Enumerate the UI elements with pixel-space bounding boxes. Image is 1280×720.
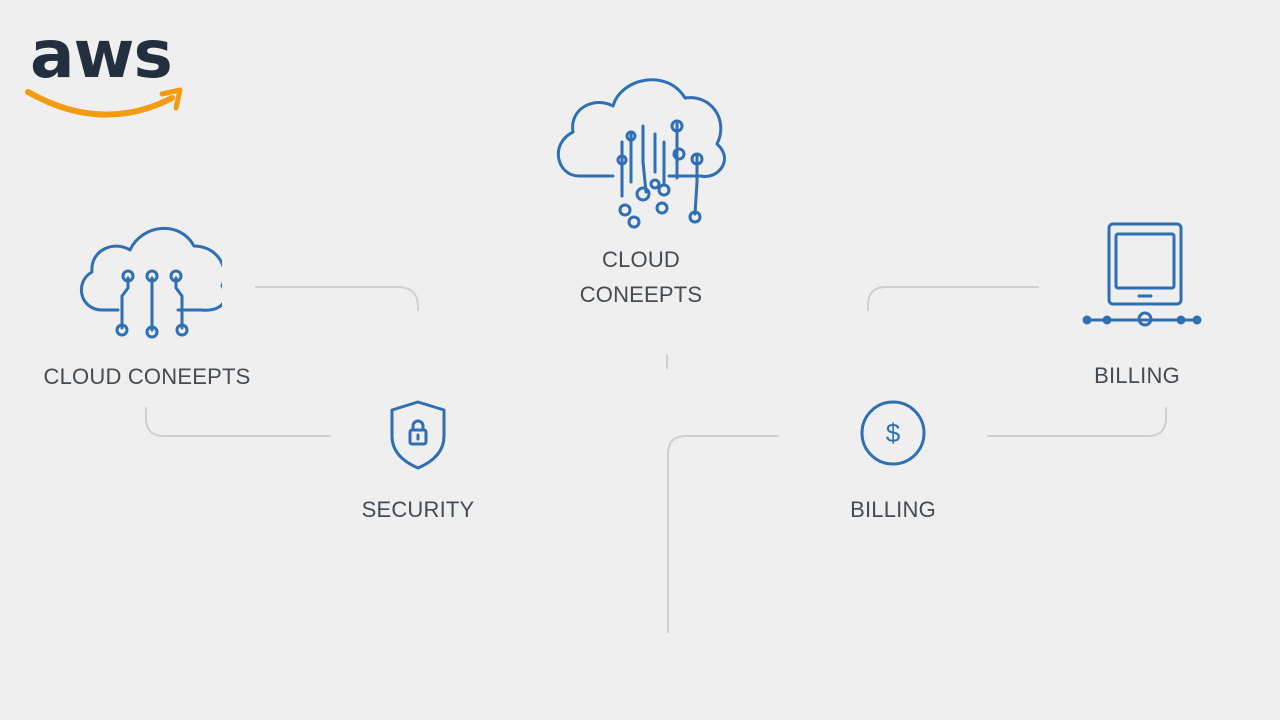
connector-center-trunk bbox=[667, 435, 779, 633]
cloud-circuit-icon bbox=[530, 64, 752, 234]
node-billing-mid[interactable]: $ BILLING bbox=[822, 398, 964, 527]
shield-lock-icon bbox=[346, 398, 490, 472]
node-cloud-concepts-center[interactable]: CLOUD CONEEPTS bbox=[530, 64, 752, 312]
node-center-label-line1: CLOUD bbox=[601, 247, 680, 272]
node-cloud-concepts-left[interactable]: CLOUD CONEEPTS bbox=[40, 220, 254, 394]
tablet-device-icon bbox=[1058, 220, 1216, 332]
connector-right-top bbox=[867, 286, 1039, 311]
connector-right-bottom bbox=[987, 407, 1167, 437]
cloud-circuit-icon bbox=[40, 220, 254, 340]
node-center-label-line2: CONEEPTS bbox=[579, 282, 703, 307]
node-security-label: SECURITY bbox=[361, 497, 475, 522]
node-billing-right[interactable]: BILLING bbox=[1058, 220, 1216, 393]
dollar-coin-icon: $ bbox=[822, 398, 964, 468]
aws-logo: aws bbox=[22, 18, 192, 128]
connector-left-top bbox=[255, 286, 419, 311]
aws-wordmark: aws bbox=[30, 16, 173, 93]
connector-left-bottom bbox=[145, 407, 331, 437]
svg-text:$: $ bbox=[886, 418, 901, 448]
node-security[interactable]: SECURITY bbox=[346, 398, 490, 527]
node-billing-right-label: BILLING bbox=[1094, 363, 1180, 388]
node-left-label: CLOUD CONEEPTS bbox=[43, 364, 251, 389]
node-billing-mid-label: BILLING bbox=[850, 497, 936, 522]
amazon-smile-arrow-icon bbox=[25, 87, 183, 118]
